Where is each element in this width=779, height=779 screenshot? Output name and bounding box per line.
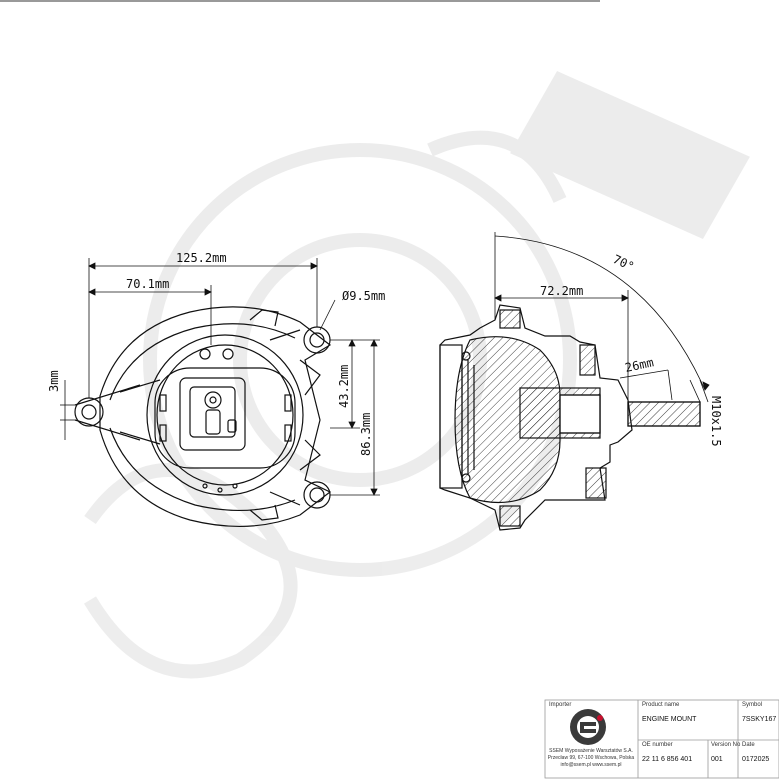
front-view: [74, 306, 332, 528]
importer-label: Importer: [549, 702, 572, 708]
dim-thread: M10x1.5: [709, 396, 723, 447]
watermark-logo: [83, 71, 750, 679]
oe-number-label: OE number: [642, 742, 673, 748]
dim-hole-offset: 70.1mm: [126, 277, 169, 291]
company-logo: [570, 709, 606, 745]
date: 0172025: [742, 756, 770, 763]
dimension-lines-section: [494, 232, 710, 403]
dim-hole-spacing-outer: 86.3mm: [359, 413, 373, 456]
section-view: [439, 304, 701, 531]
dimension-lines-front: [60, 258, 380, 496]
version: 001: [711, 756, 723, 763]
company-address: SSEM Wyposażenie Warsztatów S.A. Przecła…: [546, 748, 636, 769]
dim-stud-length: 26mm: [624, 355, 655, 375]
version-label: Version No: [711, 742, 741, 748]
dim-angle: 70°: [611, 252, 637, 274]
product-name: ENGINE MOUNT: [642, 716, 697, 723]
company-line-1: SSEM Wyposażenie Warsztatów S.A.: [549, 748, 633, 754]
company-line-3: info@ssem.pl www.ssem.pl: [560, 762, 622, 768]
product-name-label: Product name: [642, 702, 680, 708]
date-label: Date: [742, 742, 755, 748]
symbol-label: Symbol: [742, 702, 763, 708]
symbol: 7SSKY167: [742, 716, 777, 723]
dim-hole-spacing-inner: 43.2mm: [337, 365, 351, 408]
title-block-frame: [544, 699, 779, 779]
dim-thickness: 3mm: [47, 370, 61, 392]
oe-number: 22 11 6 856 401: [642, 756, 693, 763]
dim-height: 72.2mm: [540, 284, 583, 298]
company-line-2: Przecław 99, 67-100 Wschowa, Polska: [547, 755, 635, 761]
dim-overall-width: 125.2mm: [176, 251, 227, 265]
dim-hole-diameter: Ø9.5mm: [342, 289, 385, 303]
